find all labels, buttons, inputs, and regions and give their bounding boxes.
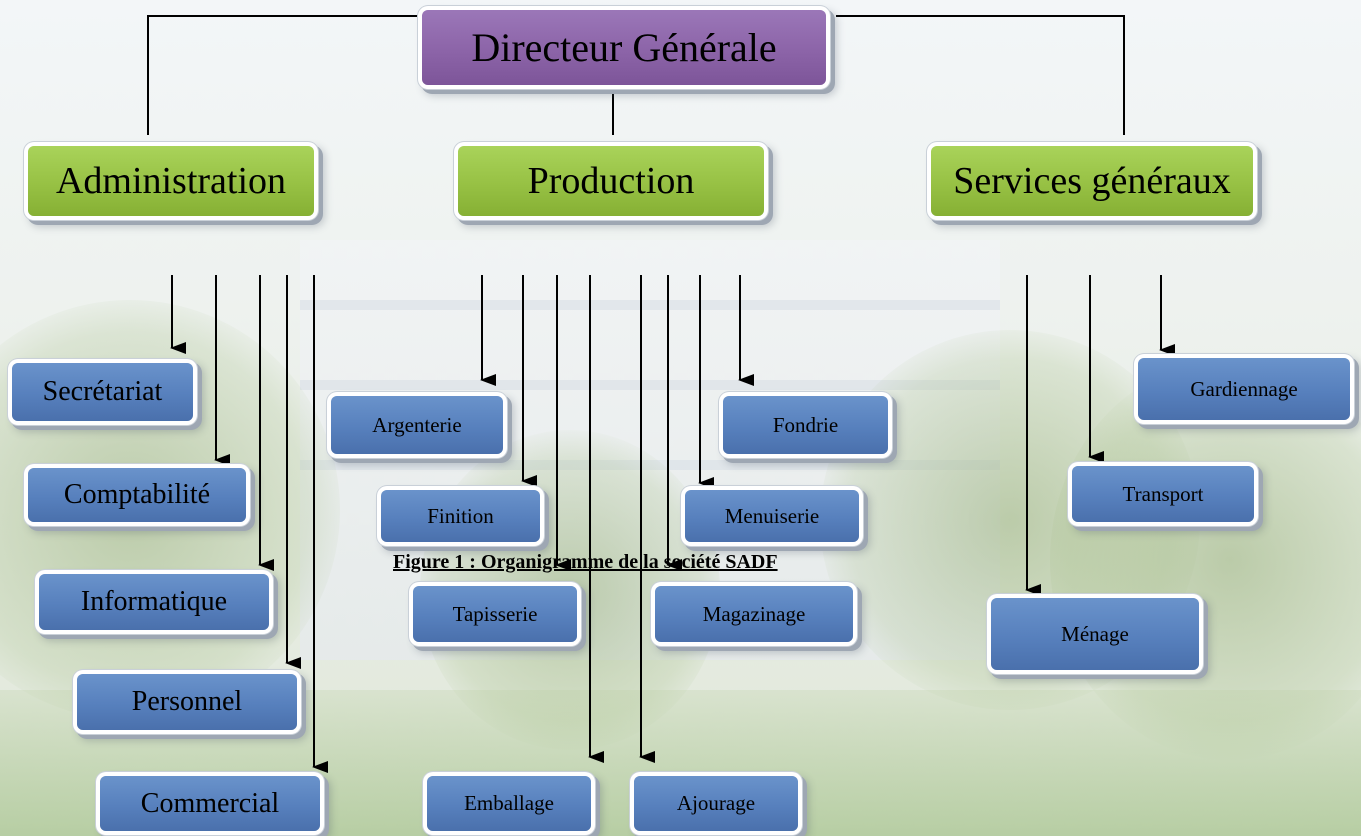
unit-menage: Ménage	[991, 598, 1199, 670]
department-services: Services généraux	[931, 146, 1253, 216]
unit-emballage: Emballage	[427, 776, 591, 831]
unit-transport: Transport	[1072, 466, 1254, 522]
unit-label: Argenterie	[372, 412, 462, 437]
unit-finition: Finition	[381, 490, 540, 542]
unit-menuiserie: Menuiserie	[685, 490, 859, 542]
unit-label: Emballage	[464, 791, 554, 815]
unit-gardiennage: Gardiennage	[1138, 358, 1350, 420]
unit-label: Comptabilité	[63, 479, 211, 510]
department-label: Services généraux	[953, 160, 1231, 202]
department-label: Administration	[55, 160, 287, 202]
unit-label: Fondrie	[772, 412, 839, 437]
figure-caption: Figure 1 : Organigramme de la société SA…	[393, 551, 778, 573]
unit-label: Magazinage	[702, 601, 806, 626]
department-label: Production	[527, 160, 695, 202]
unit-label: Menuiserie	[724, 503, 820, 528]
unit-label: Personnel	[131, 686, 243, 717]
unit-label: Secrétariat	[42, 376, 163, 407]
unit-tapisserie: Tapisserie	[413, 586, 577, 642]
unit-informatique: Informatique	[39, 574, 269, 630]
unit-argenterie: Argenterie	[331, 396, 503, 454]
unit-label: Commercial	[140, 787, 280, 819]
unit-label: Tapisserie	[452, 601, 538, 626]
unit-label: Informatique	[80, 586, 228, 617]
connector-services	[836, 15, 1125, 135]
unit-label: Finition	[427, 503, 494, 528]
department-production: Production	[458, 146, 764, 216]
unit-fondrie: Fondrie	[723, 396, 888, 454]
director-box: Directeur Générale	[422, 10, 826, 85]
connector-admin	[147, 15, 422, 135]
unit-label: Transport	[1122, 481, 1204, 506]
unit-ajourage: Ajourage	[634, 776, 798, 831]
unit-commercial: Commercial	[100, 776, 320, 831]
unit-personnel: Personnel	[77, 674, 297, 730]
unit-label: Ménage	[1061, 621, 1129, 646]
director-label: Directeur Générale	[471, 25, 777, 70]
unit-label: Ajourage	[676, 791, 756, 815]
arrows	[170, 275, 1175, 773]
unit-label: Gardiennage	[1190, 376, 1298, 401]
unit-magazinage: Magazinage	[655, 586, 853, 642]
unit-secretariat: Secrétariat	[12, 363, 193, 421]
department-administration: Administration	[28, 146, 314, 216]
unit-comptabilite: Comptabilité	[28, 468, 246, 522]
